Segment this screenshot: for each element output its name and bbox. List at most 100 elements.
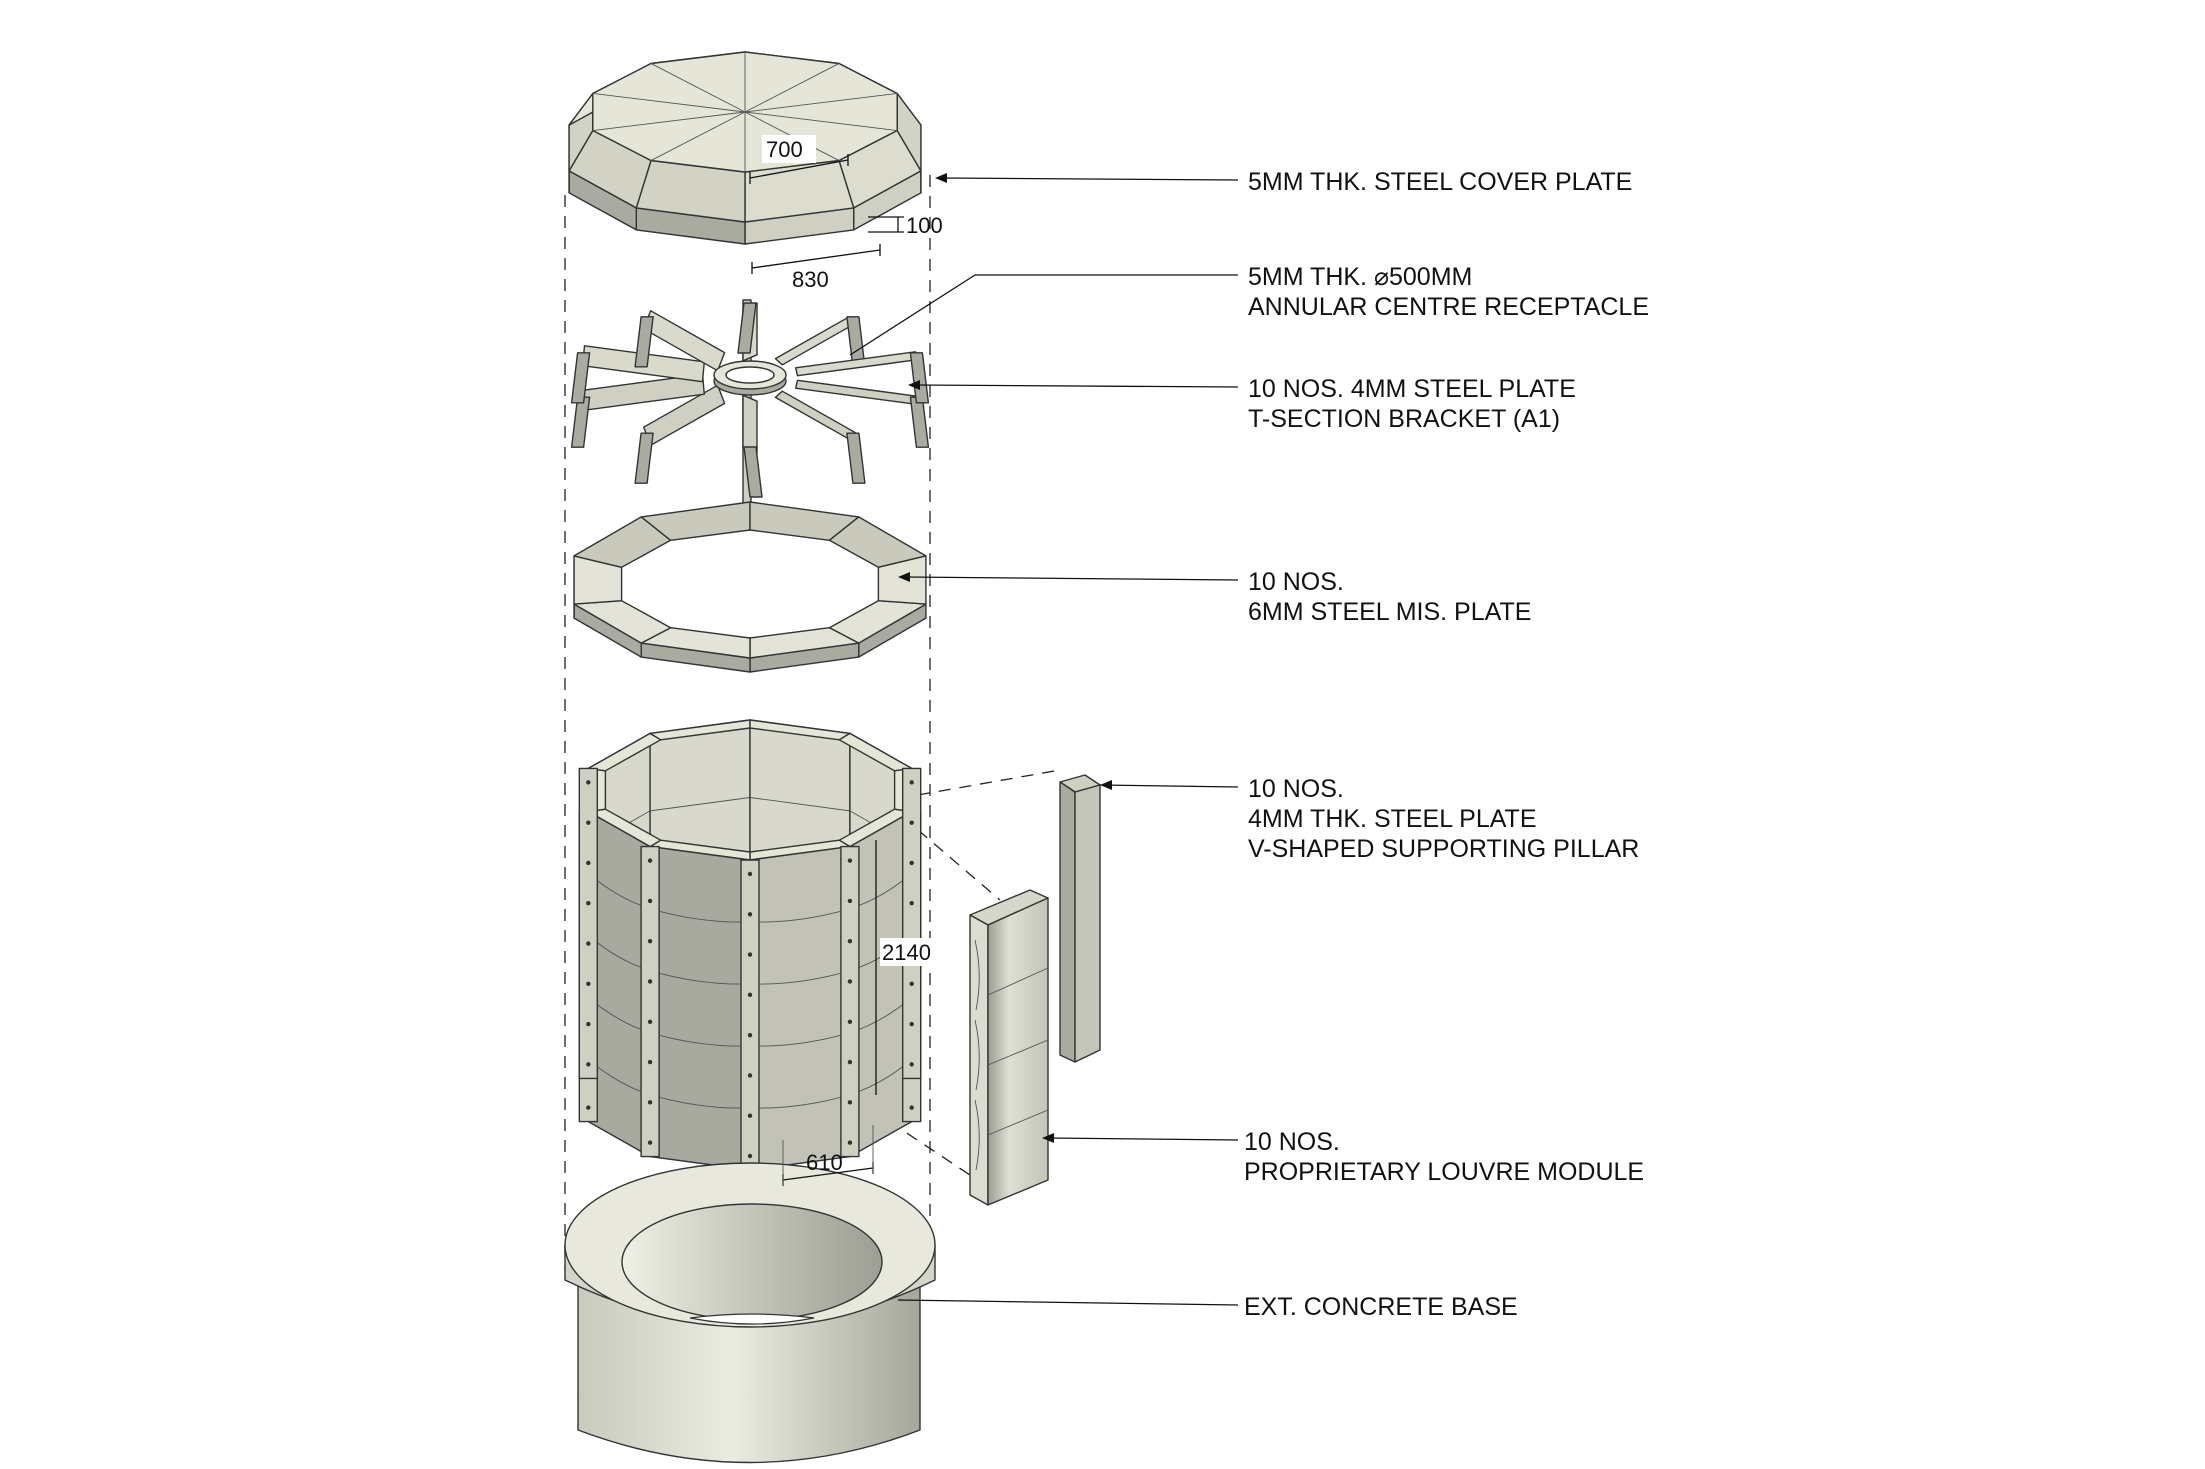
cover-rib-line: [650, 63, 746, 113]
louvre-panel: [749, 845, 851, 1171]
v-pillar: [640, 845, 660, 1158]
dim-cover-radius: 700: [766, 137, 803, 162]
t-section-brackets: [570, 299, 930, 506]
bolt: [586, 1062, 591, 1067]
v-shaped-pillar: [1059, 774, 1101, 1063]
concrete-base: [564, 1162, 936, 1464]
receptacle-hole: [725, 366, 775, 384]
bolt: [747, 1153, 753, 1159]
callout-labels: 5MM THK. STEEL COVER PLATE 5MM THK. ⌀500…: [1244, 168, 1649, 1321]
bolt: [647, 979, 653, 984]
bolt: [747, 871, 753, 877]
bolt: [747, 952, 753, 957]
bolt: [747, 992, 753, 998]
bracket-leg: [634, 316, 654, 368]
label-v-pillar: 10 NOS. 4MM THK. STEEL PLATE V-SHAPED SU…: [1248, 775, 1639, 863]
louvre-blade: [749, 1094, 851, 1109]
bolt: [909, 981, 914, 986]
bracket-arm: [774, 316, 857, 366]
bracket-leg: [743, 446, 763, 498]
bolt: [909, 780, 914, 785]
bolt: [586, 820, 591, 825]
louvre-blade: [749, 908, 851, 923]
bolt: [647, 939, 653, 944]
bolt: [909, 1105, 914, 1110]
cover-rib-line: [650, 111, 746, 161]
bracket-leg: [737, 302, 757, 354]
bolt: [647, 1140, 653, 1145]
dim-cover-edge: 830: [792, 267, 829, 292]
bolt: [847, 979, 853, 984]
cover-rib-line: [744, 111, 898, 131]
louvre-blade: [649, 970, 751, 985]
cover-rib-line: [744, 93, 898, 113]
bracket-arm: [742, 394, 758, 454]
v-pillar: [840, 845, 860, 1158]
bracket-leg: [634, 432, 654, 484]
bracket-leg: [846, 432, 866, 484]
bolt: [647, 858, 653, 863]
bolt: [647, 1059, 653, 1065]
bracket-arm: [795, 379, 919, 405]
v-pillar: [740, 859, 760, 1171]
bolt: [847, 1140, 853, 1145]
bolt: [747, 1113, 753, 1118]
bolt: [647, 1019, 653, 1024]
bolt: [586, 1021, 591, 1027]
louvre-blade: [749, 1032, 851, 1047]
label-t-bracket: 10 NOS. 4MM STEEL PLATE T-SECTION BRACKE…: [1248, 375, 1583, 433]
bolt: [586, 901, 591, 906]
bolt: [586, 860, 591, 866]
cover-rib-line: [592, 93, 746, 113]
bolt: [586, 981, 591, 986]
bolt: [847, 858, 853, 863]
label-concrete-base: EXT. CONCRETE BASE: [1244, 1293, 1518, 1321]
bolt: [747, 912, 753, 917]
label-louvre-module: 10 NOS. PROPRIETARY LOUVRE MODULE: [1244, 1128, 1644, 1186]
bolt: [909, 820, 914, 825]
louvre-blade: [649, 1032, 751, 1047]
bolt: [747, 1032, 753, 1038]
louvre-module: [969, 889, 1049, 1206]
louvre-blade: [649, 1094, 751, 1109]
louvre-enclosure: [578, 719, 922, 1171]
louvre-blade: [749, 797, 850, 812]
bolt: [909, 1021, 914, 1027]
v-pillar: [902, 767, 922, 1080]
bolt: [847, 1019, 853, 1024]
bolt: [847, 898, 853, 904]
dim-cover-thickness: 100: [906, 213, 943, 238]
bolt: [586, 941, 591, 946]
bracket-arm: [795, 351, 919, 377]
louvre-blade: [649, 908, 751, 923]
cover-rib-line: [744, 63, 840, 113]
bolt: [847, 1100, 853, 1105]
cover-rib-line: [592, 111, 746, 131]
steel-cover-plate: [568, 51, 922, 245]
bolt: [909, 860, 914, 866]
dim-module-width: 610: [806, 1150, 843, 1175]
label-mis-plate: 10 NOS. 6MM STEEL MIS. PLATE: [1248, 568, 1531, 626]
louvre-panel: [649, 845, 751, 1171]
bolt: [847, 939, 853, 944]
dimension-annotations: 700 830 100 2140 610: [749, 135, 943, 1186]
label-cover-plate: 5MM THK. STEEL COVER PLATE: [1248, 168, 1632, 196]
bracket-leg: [570, 396, 591, 448]
ring-segment: [877, 555, 927, 605]
bolt: [647, 1100, 653, 1105]
louvre-blade: [650, 797, 751, 812]
bolt: [847, 1059, 853, 1065]
bracket-leg: [909, 396, 930, 448]
bolt: [909, 901, 914, 906]
steel-mis-plate-ring: [573, 501, 927, 673]
louvre-blade: [749, 970, 851, 985]
leader-lines: [849, 173, 1239, 1306]
bolt: [909, 1062, 914, 1067]
bracket-arm: [774, 390, 857, 440]
bracket-leg: [570, 352, 591, 404]
label-centre-receptacle: 5MM THK. ⌀500MM ANNULAR CENTRE RECEPTACL…: [1248, 263, 1649, 321]
bolt: [747, 1073, 753, 1078]
bolt: [586, 1105, 591, 1110]
bolt: [647, 898, 653, 904]
